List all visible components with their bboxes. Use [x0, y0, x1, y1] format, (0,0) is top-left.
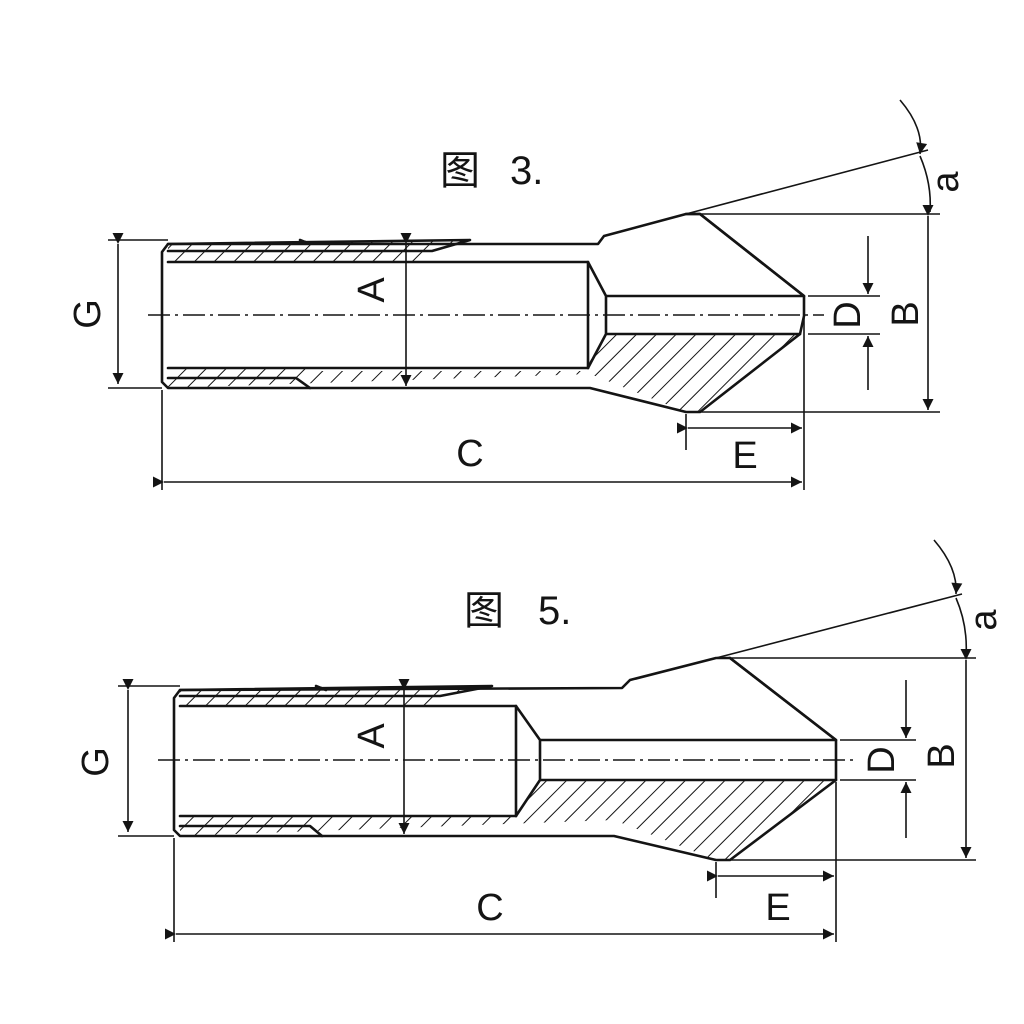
figure-5-angle-arc: [933, 539, 963, 595]
figure-5-angle-arc-2: [955, 597, 968, 657]
figure-5-label-G: G: [75, 747, 117, 777]
figure-3-label-E: E: [732, 435, 757, 477]
figure-5-label-A: A: [351, 723, 393, 749]
figure-5: 图 5. G A C E D: [75, 539, 1005, 942]
figure-5-label-B: B: [921, 743, 963, 768]
figure-3-caption-number: 3.: [510, 149, 543, 193]
figure-5-caption-char: 图: [464, 588, 504, 634]
figure-5-bore: [514, 656, 838, 818]
figure-5-label-E: E: [765, 887, 790, 929]
figure-5-label-C: C: [476, 887, 503, 929]
figure-3-body-section: [168, 334, 800, 412]
figure-3-caption-char: 图: [440, 148, 480, 194]
figure-3-label-a: a: [925, 171, 967, 193]
figure-5-outline: [172, 656, 838, 862]
figure-3-label-A: A: [351, 277, 393, 303]
figure-3-section-white: [310, 368, 588, 371]
figure-5-angle-ext: [715, 593, 963, 659]
figure-5-caption-number: 5.: [538, 589, 571, 633]
figure-3-label-D: D: [827, 301, 869, 328]
figure-3-thread-lines: [166, 238, 590, 390]
figure-3-angle-ext: [685, 149, 929, 215]
figure-3-label-G: G: [67, 299, 109, 329]
figure-3-label-B: B: [885, 301, 927, 326]
figure-5-body-section: [180, 780, 836, 860]
figure-3: 图 3. G A C E: [67, 99, 967, 490]
figure-3-angle-arc: [899, 99, 928, 155]
figure-3-angle-arc-2: [919, 155, 932, 213]
figure-3-label-C: C: [456, 433, 483, 475]
figure-5-thread-lines: [178, 684, 518, 838]
figure-5-label-D: D: [861, 746, 903, 773]
figure-5-label-a: a: [963, 609, 1005, 631]
